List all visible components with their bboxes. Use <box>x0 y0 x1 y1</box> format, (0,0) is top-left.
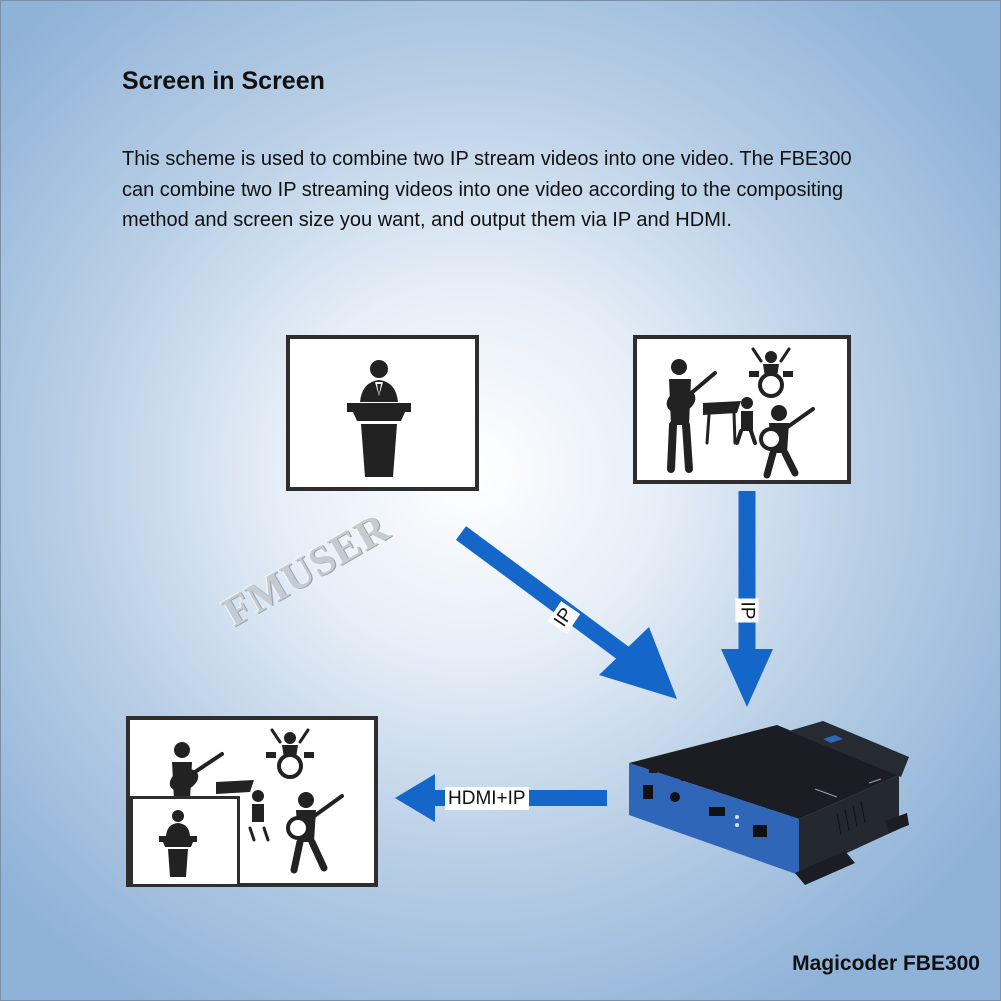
speaker-at-podium-icon <box>347 360 411 477</box>
fmuser-watermark: FMUSER <box>215 504 398 637</box>
composite-band-icon <box>169 728 344 874</box>
composite-speaker-icon <box>159 810 197 877</box>
arrow-speaker-to-device <box>455 526 677 699</box>
encoder-device-icon <box>629 721 909 885</box>
band-source-screen <box>633 335 851 484</box>
picture-in-picture-inset <box>130 796 240 887</box>
description-text: This scheme is used to combine two IP st… <box>122 148 852 231</box>
band-musicians-icon <box>666 347 815 479</box>
page-title: Screen in Screen <box>122 67 325 95</box>
arrow-band-to-device <box>721 491 773 707</box>
arrow-label-ip-band: IP <box>735 598 759 623</box>
device-caption: Magicoder FBE300 <box>792 952 980 975</box>
arrow-label-hdmi-ip: HDMI+IP <box>445 787 529 810</box>
speaker-source-screen <box>286 335 479 491</box>
